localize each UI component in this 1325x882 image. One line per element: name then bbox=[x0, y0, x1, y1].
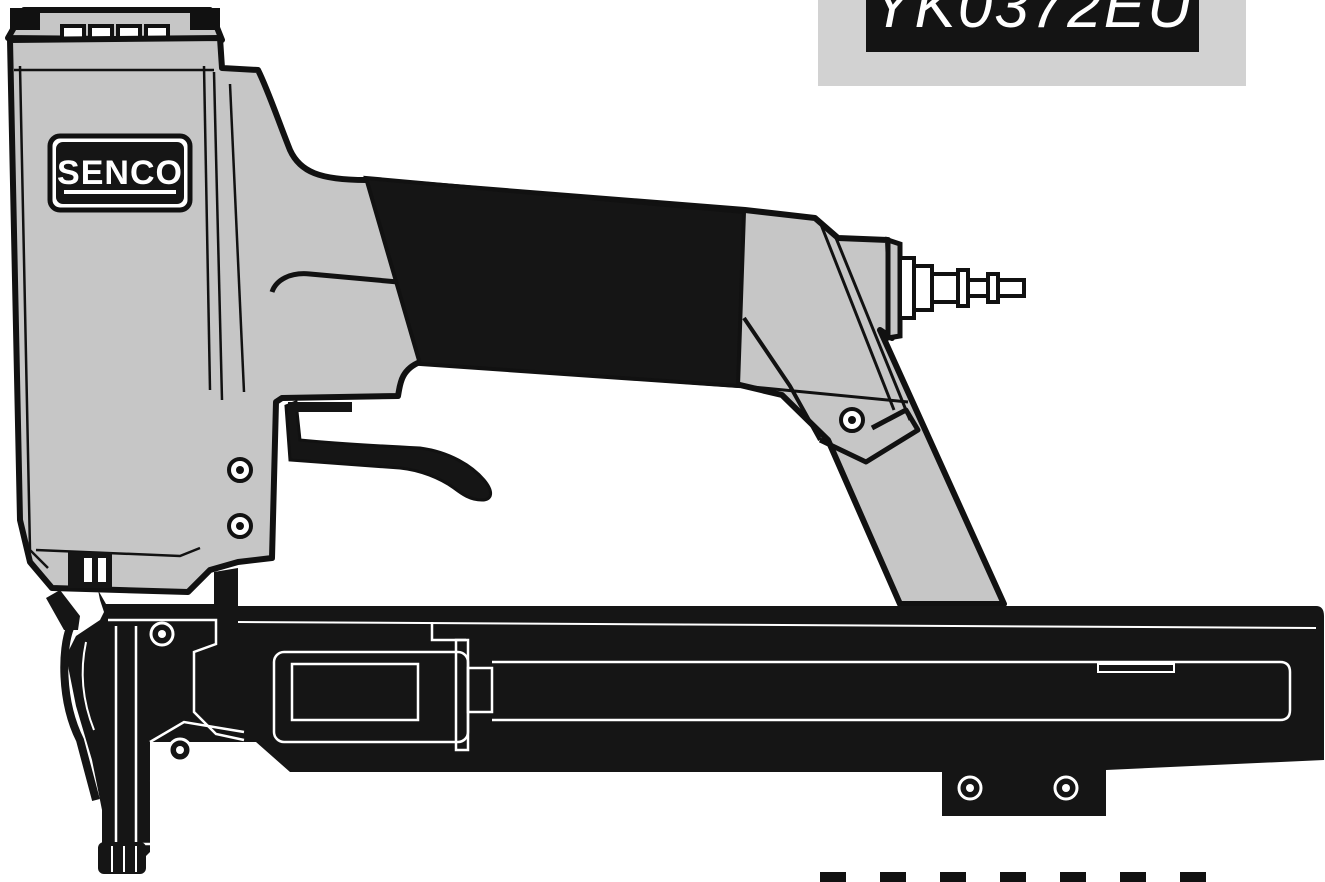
nose-assembly bbox=[66, 568, 238, 872]
handle-contour bbox=[269, 271, 399, 294]
air-fitting-icon bbox=[885, 236, 1026, 341]
senco-logo: SENCO bbox=[47, 133, 193, 213]
trigger[interactable] bbox=[284, 399, 492, 502]
handle-rear-plate bbox=[818, 407, 921, 465]
handle-contour bbox=[742, 316, 822, 441]
handle-contour bbox=[818, 221, 896, 411]
magazine-follower[interactable] bbox=[272, 622, 494, 752]
screw-icon bbox=[957, 775, 1079, 801]
head-top-block bbox=[190, 8, 220, 30]
head-panel-line bbox=[202, 65, 212, 391]
magazine[interactable] bbox=[230, 606, 1324, 816]
grip-wrap bbox=[363, 175, 747, 389]
bottom-caption-strip bbox=[820, 872, 1240, 882]
magazine-slot bbox=[1097, 663, 1175, 673]
nose-outline bbox=[106, 618, 262, 860]
head-panel-line bbox=[228, 83, 246, 393]
screw-icon bbox=[227, 407, 865, 539]
nose-tip-grooves bbox=[111, 846, 137, 872]
magazine-track bbox=[492, 660, 1292, 722]
handle-contour bbox=[834, 237, 912, 421]
head-top-block bbox=[10, 8, 40, 30]
magazine-outline bbox=[235, 621, 1317, 629]
model-code-tag: YK0372EU bbox=[866, 0, 1199, 52]
handle-contour bbox=[741, 384, 909, 404]
trigger-pivot bbox=[288, 402, 352, 412]
model-code: YK0372EU bbox=[871, 0, 1194, 41]
logo-text: SENCO bbox=[57, 154, 183, 192]
head-panel-line bbox=[212, 71, 224, 401]
nose-tip bbox=[98, 842, 146, 874]
head-panel-line bbox=[18, 65, 49, 569]
screw-icon bbox=[149, 621, 193, 763]
head-bottom-detail bbox=[68, 552, 112, 588]
safety-arm-inner bbox=[81, 641, 95, 731]
safety-arm[interactable] bbox=[60, 626, 100, 802]
safety-lever[interactable] bbox=[46, 590, 80, 630]
